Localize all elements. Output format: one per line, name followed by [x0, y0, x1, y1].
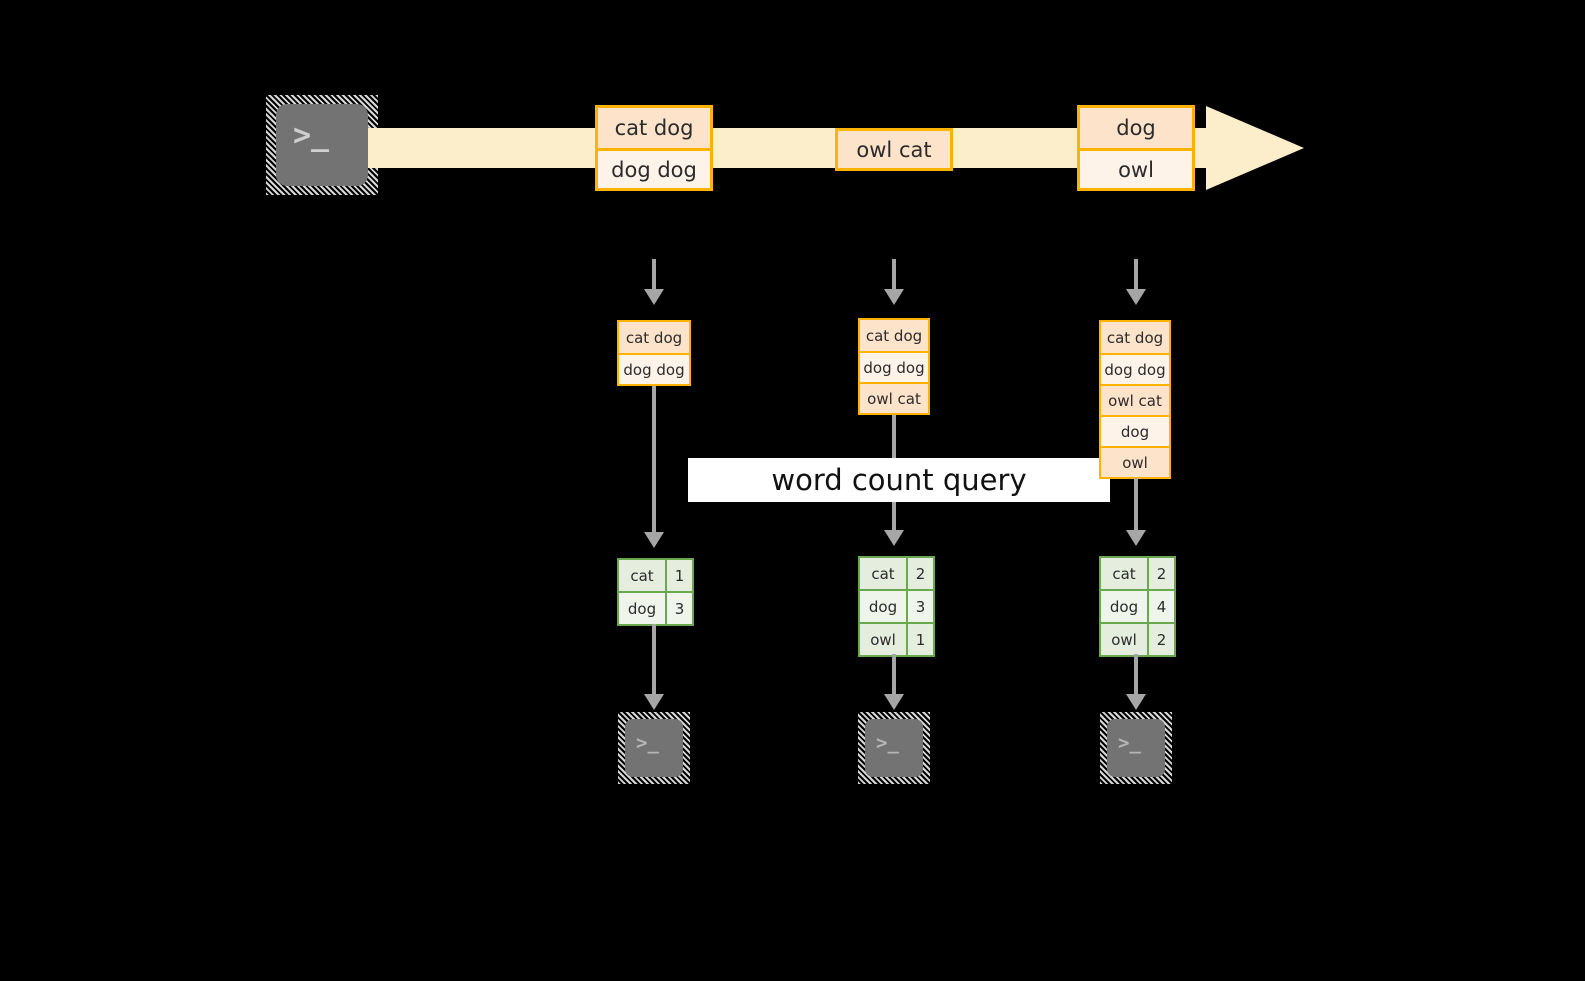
query-label: word count query [688, 458, 1110, 502]
buffer-row: cat dog [625, 328, 683, 347]
lane-1-feed-line [652, 259, 656, 291]
source-terminal-icon: >_ [266, 95, 378, 195]
count-cell: 2 [1147, 624, 1174, 655]
buffer-row: dog dog [860, 351, 928, 382]
stream-event-1: cat dog dog dog [595, 105, 713, 191]
table-row: cat 1 [619, 560, 692, 591]
lane-1-query-connector [652, 386, 656, 534]
count-cell: 2 [906, 558, 933, 589]
event-line: cat dog [614, 116, 694, 140]
lane-1-buffer: cat dog dog dog [617, 320, 691, 386]
table-row: owl 2 [1101, 622, 1174, 655]
lane-2-buffer: cat dog dog dog owl cat [858, 318, 930, 415]
word-cell: cat [1112, 564, 1136, 583]
lane-1-result-table: cat 1 dog 3 [617, 558, 694, 626]
lane-1-sink-terminal-icon: >_ [618, 712, 690, 784]
buffer-row: cat dog [865, 326, 923, 345]
lane-2-query-arrowhead-icon [884, 530, 904, 546]
count-cell: 3 [665, 593, 692, 624]
lane-1-sink-connector [652, 624, 656, 696]
table-row: dog 4 [1101, 589, 1174, 622]
word-cell: owl [1111, 630, 1137, 649]
event-line: dog [1116, 116, 1156, 140]
buffer-row: dog dog [1101, 353, 1169, 384]
buffer-row: owl [1101, 446, 1169, 477]
event-stream-band [368, 128, 1206, 168]
lane-2-sink-connector [892, 654, 896, 696]
terminal-body [625, 719, 683, 777]
lane-3-result-table: cat 2 dog 4 owl 2 [1099, 556, 1176, 657]
word-cell: owl [870, 630, 896, 649]
terminal-prompt-glyph: >_ [1118, 732, 1141, 754]
stream-event-3: dog owl [1077, 105, 1195, 191]
terminal-prompt-glyph: >_ [293, 118, 330, 153]
lane-3-feed-arrowhead-icon [1126, 289, 1146, 305]
count-cell: 4 [1147, 591, 1174, 622]
lane-3-query-arrowhead-icon [1126, 530, 1146, 546]
buffer-row: cat dog [1106, 328, 1164, 347]
count-cell: 2 [1147, 558, 1174, 589]
buffer-row: owl cat [1101, 384, 1169, 415]
event-line: dog dog [598, 148, 710, 188]
buffer-row: dog dog [619, 353, 689, 384]
word-cell: dog [619, 593, 665, 624]
stream-arrowhead-icon [1206, 106, 1304, 190]
terminal-body [1107, 719, 1165, 777]
word-cell: cat [630, 566, 654, 585]
buffer-row: dog [1101, 415, 1169, 446]
lane-2-sink-terminal-icon: >_ [858, 712, 930, 784]
lane-3-buffer: cat dog dog dog owl cat dog owl [1099, 320, 1171, 479]
count-cell: 1 [665, 560, 692, 591]
count-cell: 1 [906, 624, 933, 655]
lane-2-result-table: cat 2 dog 3 owl 1 [858, 556, 935, 657]
buffer-row: owl cat [860, 382, 928, 413]
lane-1-sink-arrowhead-icon [644, 694, 664, 710]
lane-3-feed-line [1134, 259, 1138, 291]
lane-2-sink-arrowhead-icon [884, 694, 904, 710]
lane-3-sink-arrowhead-icon [1126, 694, 1146, 710]
table-row: owl 1 [860, 622, 933, 655]
table-row: dog 3 [619, 591, 692, 624]
count-cell: 3 [906, 591, 933, 622]
lane-2-feed-arrowhead-icon [884, 289, 904, 305]
lane-1-feed-arrowhead-icon [644, 289, 664, 305]
lane-1-query-arrowhead-icon [644, 532, 664, 548]
terminal-prompt-glyph: >_ [876, 732, 899, 754]
event-line: owl [1080, 148, 1192, 188]
word-cell: cat [871, 564, 895, 583]
lane-3-query-connector [1134, 478, 1138, 532]
lane-3-sink-connector [1134, 654, 1138, 696]
table-row: cat 2 [1101, 558, 1174, 589]
word-cell: dog [860, 591, 906, 622]
word-cell: dog [1101, 591, 1147, 622]
event-line: owl cat [838, 131, 950, 168]
lane-2-feed-line [892, 259, 896, 291]
terminal-prompt-glyph: >_ [636, 732, 659, 754]
table-row: cat 2 [860, 558, 933, 589]
query-label-text: word count query [771, 463, 1027, 497]
table-row: dog 3 [860, 589, 933, 622]
terminal-body [865, 719, 923, 777]
terminal-body [276, 104, 368, 186]
lane-3-sink-terminal-icon: >_ [1100, 712, 1172, 784]
stream-event-2: owl cat [835, 128, 953, 171]
